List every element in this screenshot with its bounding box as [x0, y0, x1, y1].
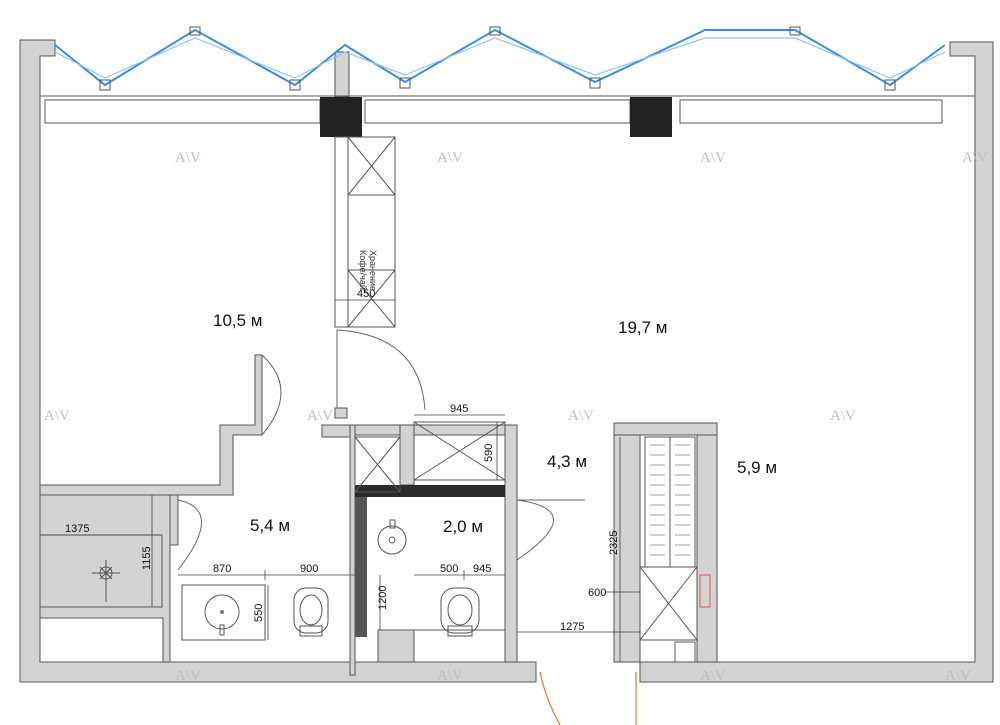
column	[630, 97, 672, 137]
bath-left: 1375 1155	[39, 495, 163, 608]
bath-large-fixtures: 870 900 550	[178, 563, 355, 641]
dim-sink-550: 550	[253, 604, 265, 622]
skylight-glazing	[40, 26, 975, 97]
column	[320, 97, 362, 137]
dim-bath-left-width: 1375	[65, 523, 89, 535]
watermarks: A\V A\V A\V A\V A\V A\V A\V A\V A\V A\V …	[44, 150, 988, 684]
watermark: A\V	[700, 150, 726, 166]
watermark: A\V	[307, 408, 333, 424]
door-main	[334, 329, 426, 419]
room-area-bath-large: 5,4 м	[250, 516, 290, 535]
ceiling-beams	[44, 97, 943, 137]
room-area-dressing: 5,9 м	[737, 458, 777, 477]
dim-storage-width: 450	[357, 288, 375, 300]
storage-cabinet: Хранение Кофе/чай 450	[334, 136, 396, 328]
hall-cabinets: 945 590	[354, 403, 506, 493]
watermark: A\V	[568, 408, 594, 424]
door-arcs	[177, 354, 585, 571]
room-area-main-left: 10,5 м	[213, 311, 263, 330]
dressing-room: 2325 600	[588, 422, 718, 663]
dim-wc-500: 500	[440, 563, 458, 575]
watermark: A\V	[962, 150, 988, 166]
dim-wc-1200: 1200	[377, 586, 389, 610]
dim-hall-niche: 590	[483, 444, 495, 462]
room-area-bath-small: 2,0 м	[443, 517, 483, 536]
room-labels: 10,5 м 19,7 м 4,3 м 5,9 м 5,4 м 2,0 м	[213, 311, 777, 536]
dim-hall-top: 945	[450, 403, 468, 415]
storage-label: Хранение Кофе/чай	[358, 250, 378, 294]
watermark: A\V	[830, 408, 856, 424]
entry: 1275	[517, 621, 640, 725]
hanger-rail	[650, 444, 690, 556]
watermark: A\V	[437, 668, 463, 684]
dim-dressing-depth: 600	[588, 587, 606, 599]
watermark: A\V	[437, 150, 463, 166]
room-area-main-right: 19,7 м	[618, 318, 668, 337]
bath-small-fixtures: 1200 500 945	[377, 519, 505, 637]
dim-bath-left-height: 1155	[141, 546, 153, 570]
watermark: A\V	[44, 408, 70, 424]
dim-dressing-height: 2325	[608, 531, 620, 555]
watermark: A\V	[175, 150, 201, 166]
watermark: A\V	[945, 668, 971, 684]
core-walls	[39, 354, 518, 676]
watermark: A\V	[175, 668, 201, 684]
dim-bath-900: 900	[300, 563, 318, 575]
room-area-hall: 4,3 м	[547, 452, 587, 471]
dim-entry-width: 1275	[560, 621, 584, 633]
watermark: A\V	[700, 668, 726, 684]
dim-wc-945: 945	[473, 563, 491, 575]
dim-bath-870: 870	[213, 563, 231, 575]
